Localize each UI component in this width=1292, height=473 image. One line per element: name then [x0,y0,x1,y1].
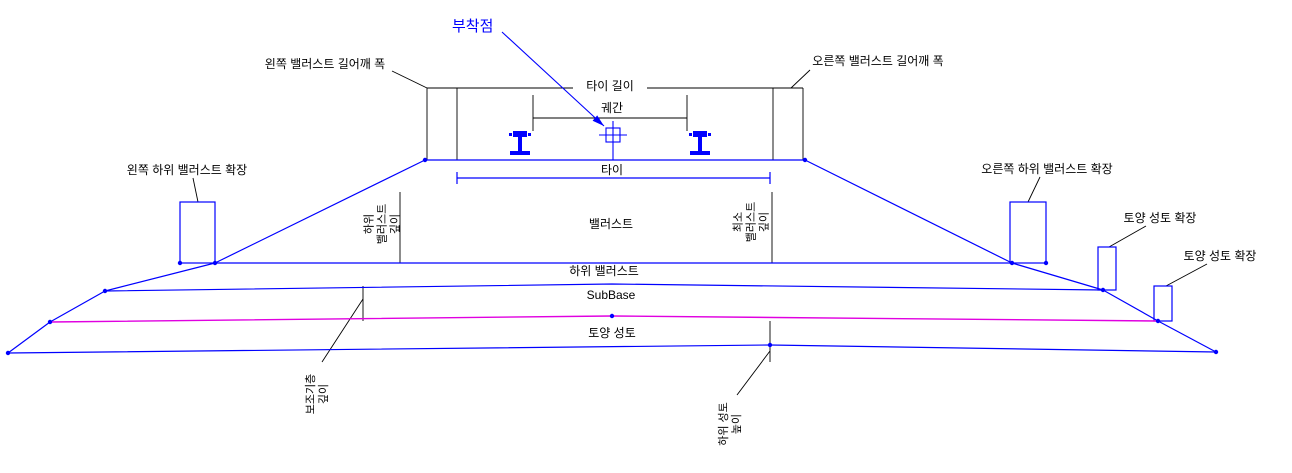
subballast-depth-label: 하위 밸러스트 깊이 [363,203,402,245]
sub-ballast-label: 하위 밸러스트 [569,264,639,278]
lower-fill-height-leader [736,350,771,396]
soil-extension-lower-box [1153,285,1173,322]
ballast-right-slope [804,159,1013,264]
left-subballast-extension-box [179,201,216,264]
ballast-label: 밸러스트 [588,217,634,231]
subbase-depth-leader [321,298,364,363]
attach-point-arrow [501,31,605,127]
embankment-bottom-line [7,344,1217,354]
attach-point-arrowhead [592,115,604,126]
left-shoulder-leader [391,70,428,89]
tie-length-label: 타이 길이 [586,79,634,93]
lower-fill-height-label: 하위 성토 높이 [718,402,743,446]
right-subballast-extension-box [1009,201,1047,264]
subbase-depth-label: 보조기층 깊이 [305,373,330,415]
subbase-top-line [104,283,1104,292]
soil-extension-upper-leader [1108,225,1147,248]
gauge-label: 궤간 [600,101,624,115]
section-outline [7,159,1217,354]
attach-point-marker [501,31,627,160]
construction-lines [192,69,1208,396]
attach-point-label: 부착점 [452,18,494,35]
right-subballast-extension-label: 오른쪽 하위 밸러스트 확장 [981,162,1113,176]
right-shoulder-width-label: 오른쪽 밸러스트 길어깨 폭 [812,54,944,68]
datum-line [49,315,1159,323]
ballast-left-slope [214,159,426,264]
soil-fill-label: 토양 성토 [588,326,636,340]
left-extension-leader [192,177,199,203]
soil-extension-lower-leader [1165,263,1208,287]
soil-extension-lower-label: 토양 성토 확장 [1183,249,1257,263]
rails [509,131,711,155]
vertex-grips [5,157,1219,356]
right-extension-leader [1027,176,1041,203]
right-shoulder-leader [790,69,811,89]
min-ballast-depth-label: 최소 밸러스트 깊이 [732,201,771,243]
soil-extension-upper-box [1097,246,1117,291]
tie-label: 타이 [600,163,624,177]
left-rail-icon [509,131,531,155]
soil-extension-upper-label: 토양 성토 확장 [1123,211,1197,225]
right-rail-icon [689,131,711,155]
left-subballast-extension-label: 왼쪽 하위 밸러스트 확장 [126,163,248,177]
left-shoulder-width-label: 왼쪽 밸러스트 길어깨 폭 [264,57,386,71]
subbase-label: SubBase [586,288,636,302]
